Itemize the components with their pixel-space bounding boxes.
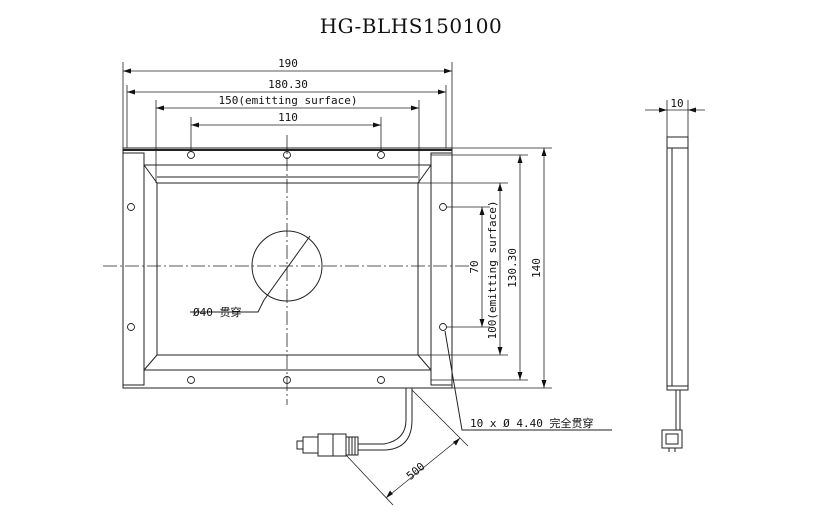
dim-overall-height: 140	[530, 258, 543, 278]
dim-thickness: 10	[670, 97, 683, 110]
dim-inner-height: 130.30	[506, 248, 519, 288]
center-hole-label: Ø40 贯穿	[193, 305, 242, 319]
mounting-holes	[127, 151, 447, 384]
left-strip	[122, 152, 145, 386]
dim-emitting-width: 150(emitting surface)	[218, 94, 357, 107]
mount-holes-label: 10 x Ø 4.40 完全贯穿	[470, 416, 593, 430]
cable	[358, 388, 407, 445]
right-dimensions	[418, 147, 552, 389]
center-hole	[251, 230, 323, 302]
dim-cable-length: 500	[404, 460, 428, 483]
drawing-title: HG-BLHS150100	[319, 14, 503, 38]
dim-inner-width: 180.30	[268, 78, 308, 91]
cable-length-dimension	[345, 389, 469, 506]
right-strip	[430, 152, 453, 386]
cable-connector	[296, 433, 359, 457]
dim-hole-spacing-height: 70	[468, 260, 481, 273]
top-dimensions	[122, 62, 453, 183]
emitting-area	[156, 182, 419, 356]
bezel	[143, 164, 432, 371]
dim-hole-spacing-width: 110	[278, 111, 298, 124]
front-view	[103, 135, 612, 457]
dim-overall-width: 190	[278, 57, 298, 70]
dim-emitting-height: 100(emitting surface)	[486, 200, 499, 339]
side-view	[661, 136, 689, 452]
